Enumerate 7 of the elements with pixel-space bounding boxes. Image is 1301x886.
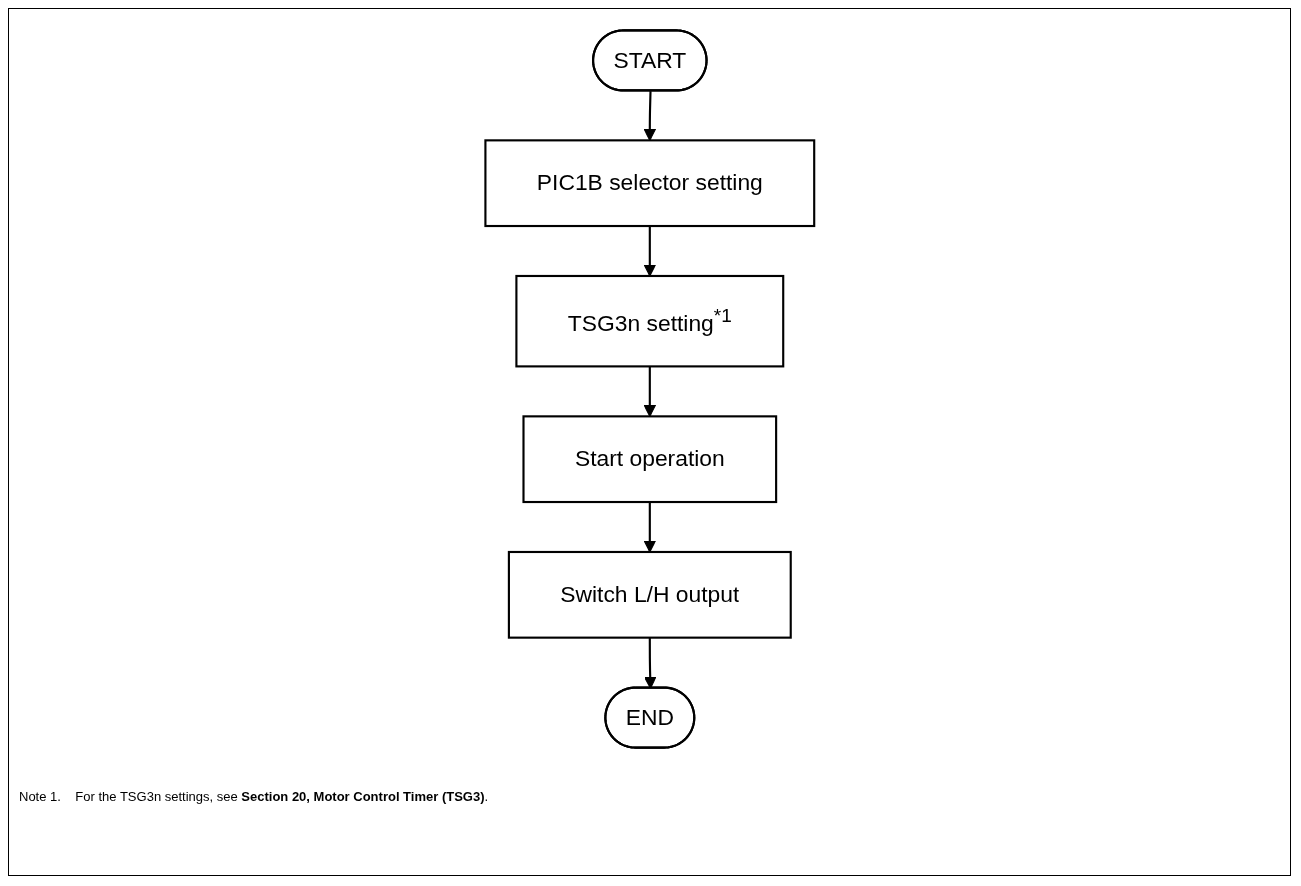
node-box: PIC1B selector setting [484, 139, 815, 228]
footnote: Note 1. For the TSG3n settings, see Section 20, Motor Control Timer (TSG3). [19, 789, 489, 804]
arrow [643, 91, 656, 141]
node-box: Start operation [522, 415, 777, 504]
node-box: Switch L/H output [507, 550, 792, 639]
node-box: TSG3n setting$^{*1}$ [515, 274, 784, 368]
arrow [643, 366, 656, 417]
